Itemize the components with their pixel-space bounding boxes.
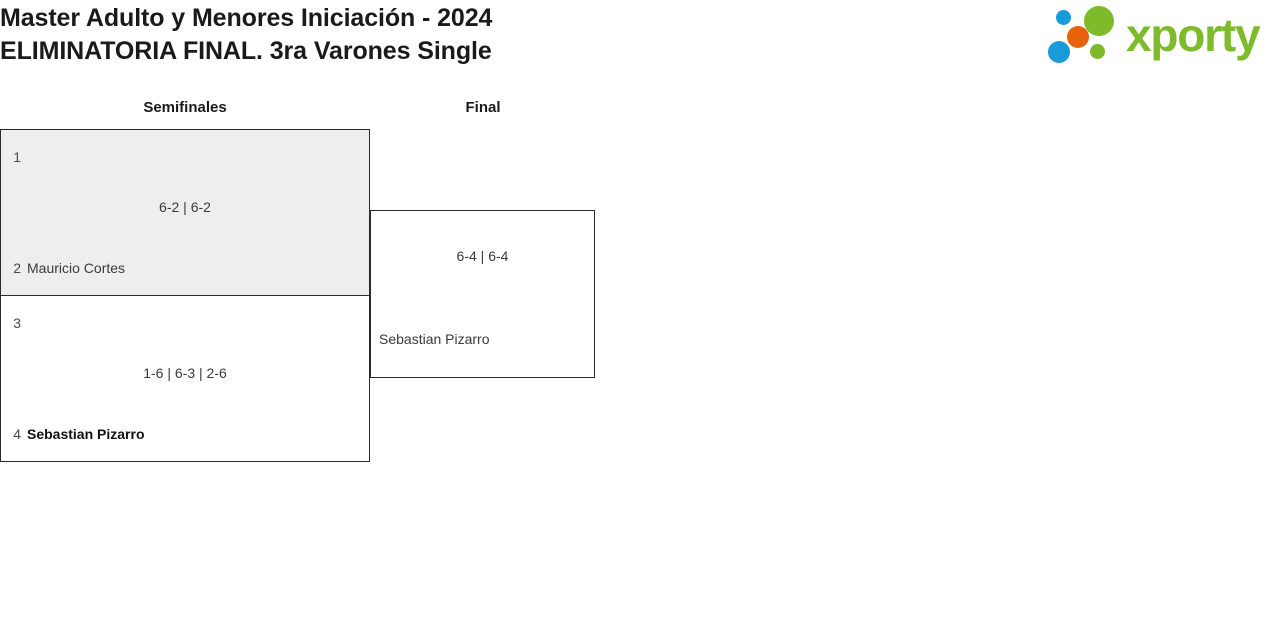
match-slot-top[interactable]: 1 — [1, 142, 369, 172]
round-header-semifinales: Semifinales — [143, 99, 227, 116]
match-slot-top[interactable]: 3 — [1, 308, 369, 338]
match-score: 6-2 | 6-2 — [159, 199, 211, 215]
match-score: 6-4 | 6-4 — [456, 248, 509, 264]
match-slot-bottom[interactable]: 4 Sebastian Pizarro — [1, 419, 369, 449]
logo-dot-green-large — [1084, 6, 1114, 36]
match-score: 1-6 | 6-3 | 2-6 — [143, 365, 227, 381]
logo-dot-green-small — [1090, 44, 1105, 59]
match-semifinal-1[interactable]: 1 6-2 | 6-2 2 Mauricio Cortes — [0, 129, 370, 296]
seed-number: 1 — [13, 149, 21, 165]
logo-wordmark: xporty — [1126, 9, 1261, 61]
round-header-final: Final — [465, 99, 501, 116]
page-title-line-1: Master Adulto y Menores Iniciación - 202… — [0, 4, 493, 32]
player-name: Sebastian Pizarro — [27, 426, 145, 442]
page-title-line-2: ELIMINATORIA FINAL. 3ra Varones Single — [0, 37, 492, 65]
logo-dot-orange — [1067, 26, 1089, 48]
page-title: Master Adulto y Menores Iniciación - 202… — [0, 2, 820, 68]
seed-number: 4 — [13, 426, 21, 442]
player-name: Mauricio Cortes — [27, 260, 126, 276]
xporty-logo[interactable]: xporty — [1048, 4, 1280, 68]
player-name: Sebastian Pizarro — [379, 331, 490, 347]
match-semifinal-2[interactable]: 3 1-6 | 6-3 | 2-6 4 Sebastian Pizarro — [0, 295, 370, 462]
logo-dot-blue-small — [1056, 10, 1071, 25]
logo-dot-blue-large — [1048, 41, 1070, 63]
seed-number: 2 — [13, 260, 21, 276]
seed-number: 3 — [13, 315, 21, 331]
match-slot-bottom[interactable]: 2 Mauricio Cortes — [1, 253, 369, 283]
match-slot-bottom[interactable]: Sebastian Pizarro — [371, 324, 594, 354]
match-final[interactable]: 6-4 | 6-4 Sebastian Pizarro — [370, 210, 595, 378]
